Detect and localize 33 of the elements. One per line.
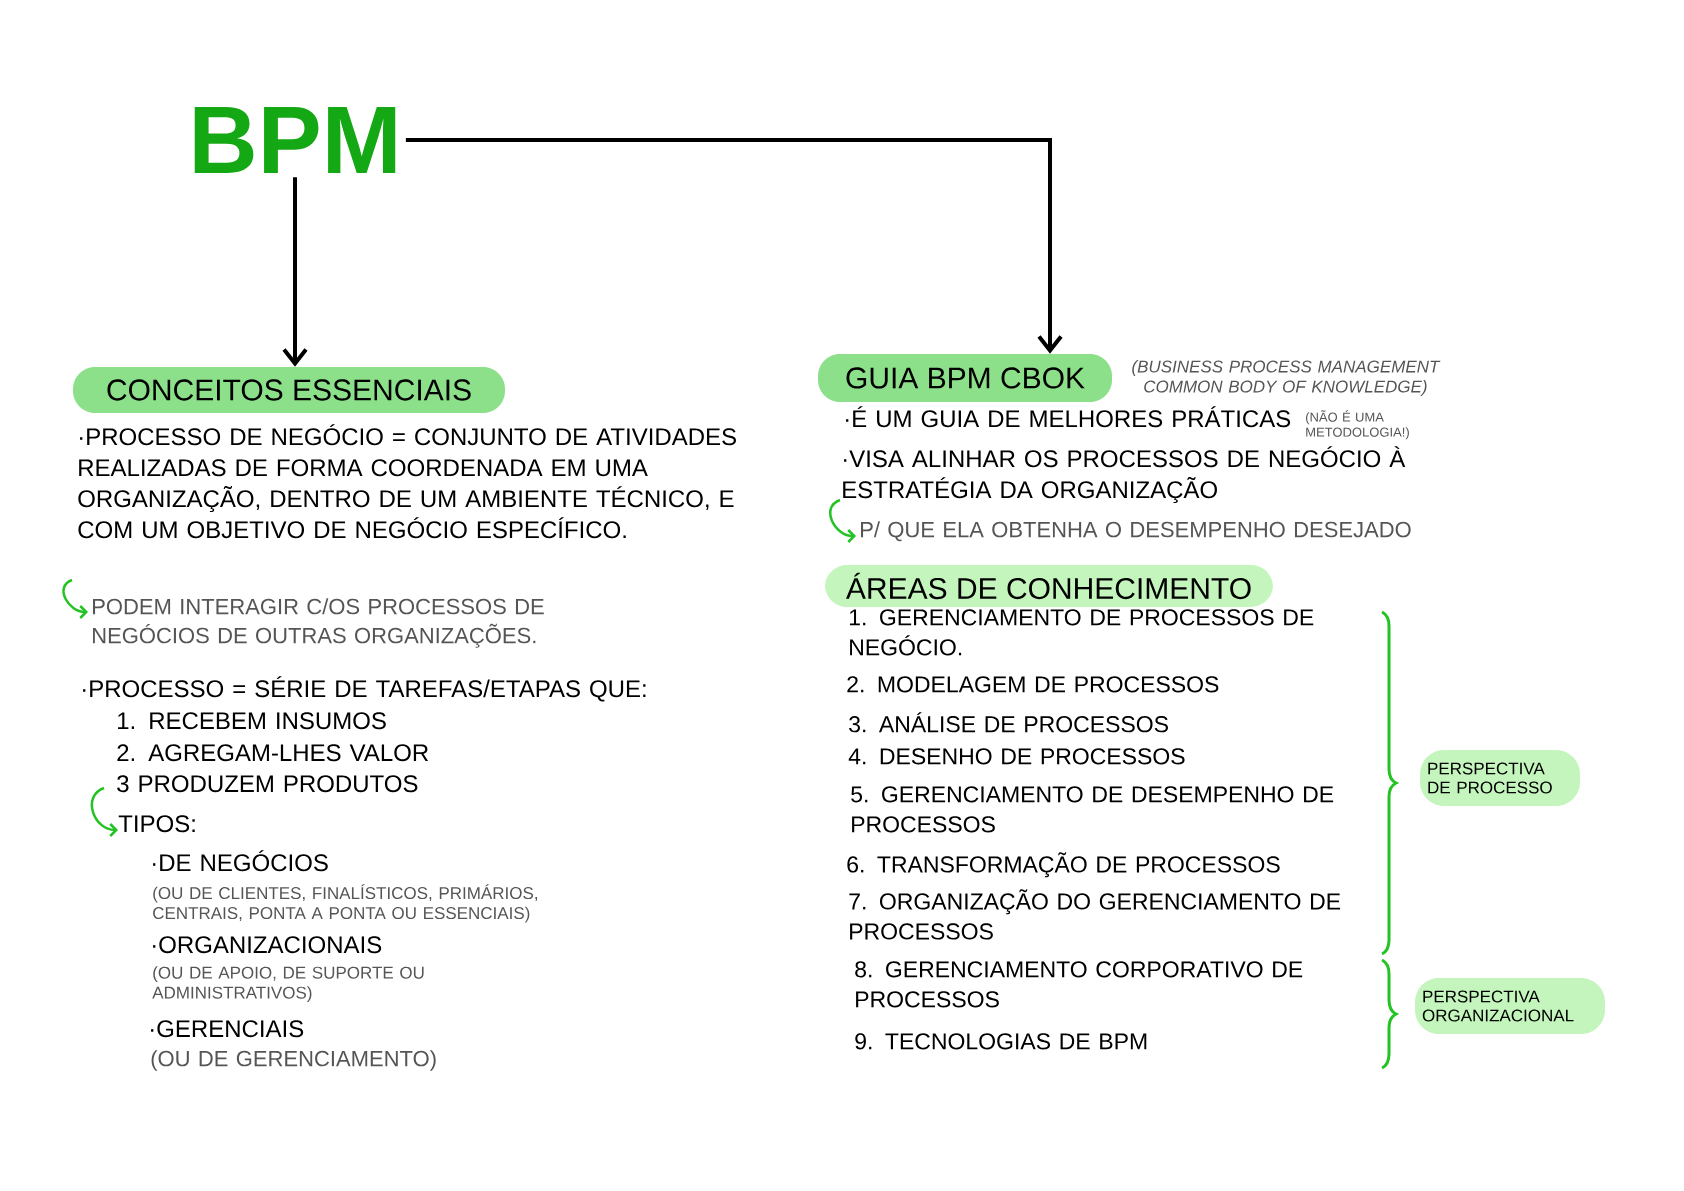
note-text: (OU DE APOIO, DE SUPORTE OU ADMINISTRATIVOS) (152, 966, 424, 1003)
list-item: 4. DESENHO DE PROCESSOS (848, 748, 1185, 765)
label-text: ·PROCESSO = SÉRIE DE TAREFAS/ETAPAS QUE: (83, 676, 646, 702)
label-text: 2. AGREGAM-LHES VALOR (117, 744, 429, 762)
arrow (282, 177, 308, 367)
list-item: 7. ORGANIZAÇÃO DO GERENCIAMENTO DE PROCESSOS (849, 889, 1341, 940)
list-item: 2. MODELAGEM DE PROCESSOS (847, 676, 1219, 693)
arrow (405, 138, 1063, 354)
note-text: (OU DE CLIENTES, FINALÍSTICOS, PRIMÁRIOS, CENTRAIS, PONTA A PONTA OU ESSENCIAIS) (153, 884, 537, 923)
heading-band: GUIA BPM CBOK (818, 354, 1112, 402)
label-text: 3 PRODUZEM PRODUTOS (117, 775, 418, 793)
highlight-blob: PERSPECTIVA DE PROCESSO (1420, 750, 1580, 806)
note-text: P/ QUE ELA OBTENHA O DESEMPENHO DESEJADO (861, 521, 1411, 542)
list-item: 6. TRANSFORMAÇÃO DE PROCESSOS (847, 852, 1280, 878)
label-text: ·VISA ALINHAR OS PROCESSOS DE NEGÓCIO À ESTRATÉGIA DA ORGANIZAÇÃO (843, 446, 1406, 504)
label-text: TIPOS: (118, 815, 195, 833)
label-text: ·GERENCIAIS (151, 1020, 304, 1038)
list-item: 5. GERENCIAMENTO DE DESEMPENHO DE PROCESSOS (851, 786, 1334, 833)
label-text: ·PROCESSO DE NEGÓCIO = CONJUNTO DE ATIVIDADES REALIZADAS DE FORMA COORDENADA EM UMA ORGANIZAÇÃO, DENTRO DE UM AMBIENTE TÉCNICO, E COM UM OBJETIVO DE NEGÓCIO ESPECÍFICO. (78, 424, 736, 539)
list-item: 8. GERENCIAMENTO CORPORATIVO DE PROCESSOS (855, 961, 1303, 1008)
heading-band: CONCEITOS ESSENCIAIS (73, 367, 505, 413)
label-text: 1. RECEBEM INSUMOS (118, 712, 386, 730)
label-text: ·ORGANIZACIONAIS (153, 936, 382, 954)
note-text: PODEM INTERAGIR C/OS PROCESSOS DE NEGÓCIOS DE OUTRAS ORGANIZAÇÕES. (93, 598, 544, 648)
note-text: (NÃO É UMA METODOLOGIA!) (1306, 410, 1409, 440)
label-text: ·DE NEGÓCIOS (153, 850, 328, 872)
list-item: 9. TECNOLOGIAS DE BPM (855, 1033, 1147, 1050)
heading-band: ÁREAS DE CONHECIMENTO (825, 565, 1273, 607)
title-heading: BPM (194, 107, 396, 173)
highlight-blob: PERSPECTIVA ORGANIZACIONAL (1415, 978, 1605, 1034)
list-item: 3. ANÁLISE DE PROCESSOS (849, 712, 1168, 733)
note-text: (BUSINESS PROCESS MANAGEMENT COMMON BODY OF KNOWLEDGE) (1132, 360, 1441, 396)
note-text: (OU DE GERENCIAMENTO) (151, 1050, 436, 1071)
